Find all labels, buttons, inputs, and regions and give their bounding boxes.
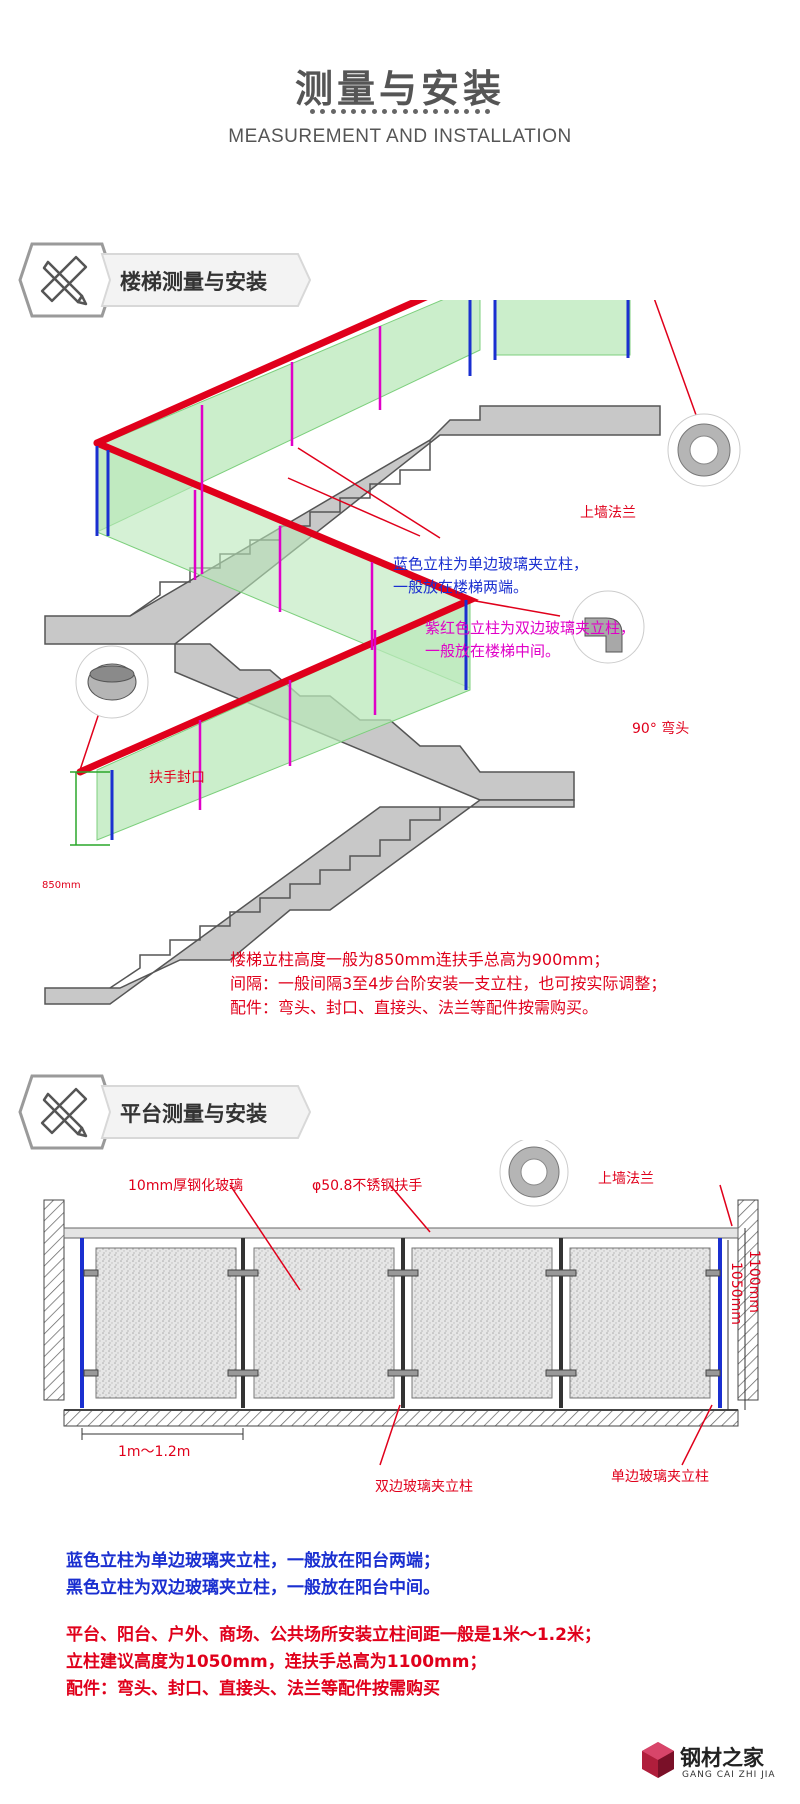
page-subtitle: MEASUREMENT AND INSTALLATION [228, 126, 572, 147]
blue-post-line-1: 蓝色立柱为单边玻璃夹立柱， [393, 555, 589, 573]
platform-section-title: 平台测量与安装 [120, 1102, 267, 1126]
blue-post-line-2: 一般放在楼梯两端。 [393, 578, 529, 596]
brand-name: 钢材之家 [680, 1746, 764, 1770]
ruler-pencil-icon [40, 1087, 88, 1138]
wall-flange-icon [499, 1140, 569, 1207]
platform-blue-note-2: 黑色立柱为双边玻璃夹立柱，一般放在阳台中间。 [66, 1578, 440, 1598]
wall-flange-icon [667, 413, 741, 487]
magenta-post-line-2: 一般放在楼梯中间。 [425, 642, 561, 660]
platform-red-note-2: 立柱建议高度为1050mm，连扶手总高为1100mm； [66, 1652, 487, 1672]
dim-1100-label: 1100mm [746, 1250, 762, 1313]
glass-label: 10mm厚钢化玻璃 [128, 1178, 244, 1194]
platform-blue-notes: 蓝色立柱为单边玻璃夹立柱，一般放在阳台两端； 黑色立柱为双边玻璃夹立柱，一般放在… [66, 1548, 440, 1602]
single-post-label: 单边玻璃夹立柱 [611, 1469, 709, 1485]
magenta-post-line-1: 紫红色立柱为双边玻璃夹立柱， [425, 619, 636, 637]
height-850-label: 850mm [42, 880, 81, 891]
stairs-note-3: 配件：弯头、封口、直接头、法兰等配件按需购买。 [230, 998, 599, 1017]
elbow-icon [571, 590, 645, 664]
end-cap-icon [75, 645, 149, 719]
stairs-diagram [44, 300, 741, 1005]
stairs-wall-flange-label: 上墙法兰 [580, 505, 636, 521]
spacing-label: 1m～1.2m [118, 1444, 191, 1460]
title-dots [310, 109, 490, 114]
stairs-section-title: 楼梯测量与安装 [120, 270, 267, 294]
platform-blue-note-1: 蓝色立柱为单边玻璃夹立柱，一般放在阳台两端； [66, 1551, 440, 1571]
platform-red-note-1: 平台、阳台、户外、商场、公共场所安装立柱间距一般是1米～1.2米； [66, 1625, 601, 1645]
stairs-note-2: 间隔：一般间隔3至4步台阶安装一支立柱，也可按实际调整； [230, 974, 667, 993]
platform-red-note-3: 配件：弯头、封口、直接头、法兰等配件按需购买 [66, 1679, 440, 1699]
magenta-post-note: 紫红色立柱为双边玻璃夹立柱， 一般放在楼梯中间。 [425, 617, 635, 663]
platform-wall-flange-label: 上墙法兰 [598, 1171, 654, 1187]
platform-diagram [43, 1140, 759, 1466]
stairs-note-1: 楼梯立柱高度一般为850mm连扶手总高为900mm； [230, 950, 610, 969]
stairs-notes: 楼梯立柱高度一般为850mm连扶手总高为900mm； 间隔：一般间隔3至4步台阶… [230, 948, 666, 1020]
dim-1050-label: 1050mm [728, 1262, 744, 1325]
ruler-pencil-icon [40, 255, 88, 306]
brand-pinyin: GANG CAI ZHI JIA [682, 1770, 776, 1780]
brand-logo-icon [642, 1742, 674, 1778]
page-title: 测量与安装 [294, 67, 505, 111]
double-post-label: 双边玻璃夹立柱 [375, 1479, 473, 1495]
stairs-badge-shape [18, 242, 312, 318]
elbow-label: 90° 弯头 [632, 721, 690, 737]
handrail-label: φ50.8不锈钢扶手 [312, 1178, 423, 1194]
blue-post-note: 蓝色立柱为单边玻璃夹立柱， 一般放在楼梯两端。 [393, 553, 588, 599]
end-cap-label: 扶手封口 [149, 770, 205, 786]
platform-red-notes: 平台、阳台、户外、商场、公共场所安装立柱间距一般是1米～1.2米； 立柱建议高度… [66, 1622, 601, 1703]
